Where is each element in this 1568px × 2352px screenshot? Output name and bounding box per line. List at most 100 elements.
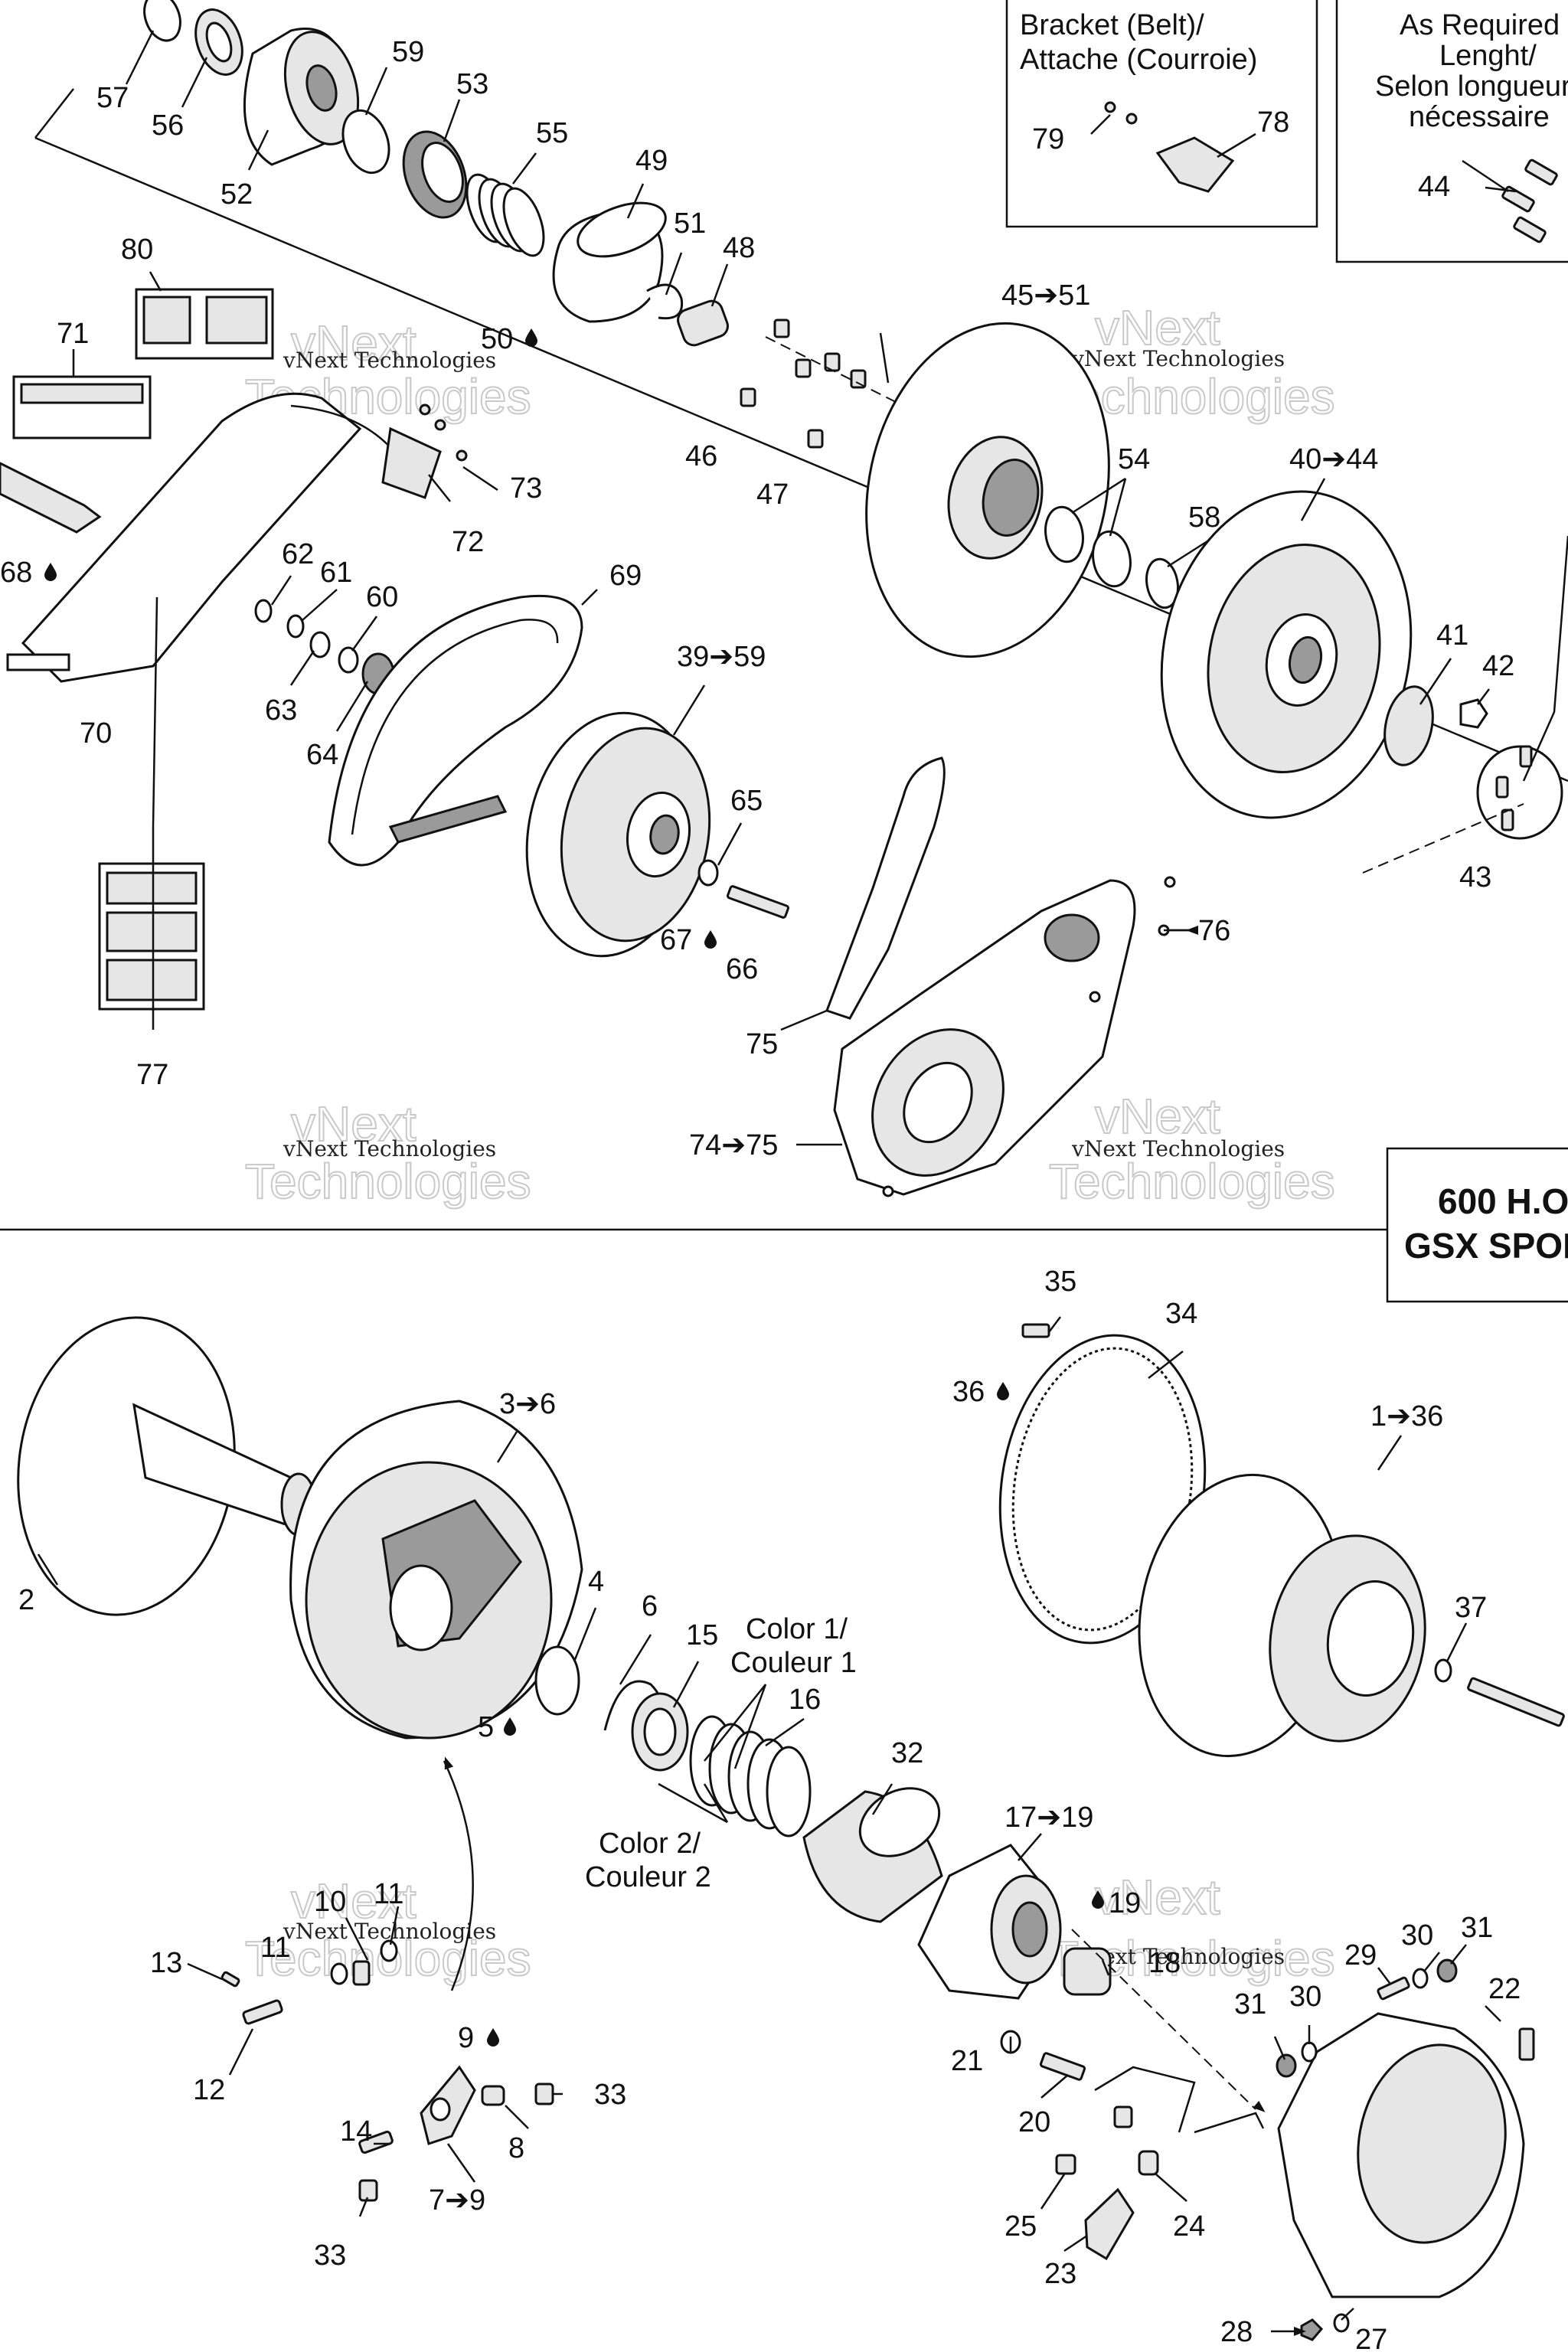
label-14: 14 <box>340 2115 372 2148</box>
part-8-pin <box>481 2085 505 2106</box>
label-16: 16 <box>789 1684 821 1716</box>
label-77: 77 <box>136 1059 168 1091</box>
part-28-nut <box>1300 2318 1324 2341</box>
label-29: 29 <box>1344 1939 1377 1971</box>
part-24-pin <box>1138 2150 1159 2176</box>
part-54-washer-b <box>1092 530 1132 588</box>
label-51: 51 <box>674 207 706 240</box>
label-67: 67 <box>660 924 692 956</box>
label-79: 79 <box>1032 123 1064 155</box>
part-44-bolt-c <box>1513 216 1547 243</box>
label-10: 10 <box>314 1886 346 1918</box>
label-40-44: 40➔44 <box>1289 443 1378 475</box>
model-title-1: 600 H.O. <box>1438 1181 1568 1221</box>
part-46-47-screws <box>740 318 867 449</box>
part-75-cover <box>825 756 946 1020</box>
label-65: 65 <box>730 785 763 817</box>
label-color1-a: Color 1/ <box>746 1613 848 1645</box>
label-64: 64 <box>306 739 338 771</box>
label-54: 54 <box>1118 443 1150 475</box>
watermark-big-1a: vNext <box>291 315 416 371</box>
part-13-screw <box>220 1971 240 1988</box>
part-44-bolt-a <box>1501 185 1535 213</box>
label-73: 73 <box>510 472 542 505</box>
label-80: 80 <box>121 234 153 266</box>
label-59: 59 <box>392 36 424 68</box>
label-28: 28 <box>1220 2316 1253 2348</box>
label-11-b: 11 <box>260 1932 290 1964</box>
part-57-washer <box>143 0 181 42</box>
part-31-cap-b <box>1276 2053 1297 2078</box>
watermark-text-3: vNext Technologies <box>283 1136 496 1161</box>
watermark-text-4: vNext Technologies <box>1071 1136 1285 1161</box>
part-37-bolt <box>1467 1677 1565 1727</box>
label-32: 32 <box>891 1737 923 1769</box>
label-4: 4 <box>588 1566 604 1598</box>
label-11-a: 11 <box>374 1878 403 1910</box>
label-60: 60 <box>366 581 398 613</box>
part-79-screw <box>1104 101 1116 113</box>
part-62-oring <box>254 599 273 623</box>
label-55: 55 <box>536 117 568 149</box>
label-37: 37 <box>1455 1592 1487 1624</box>
label-33-a: 33 <box>594 2079 626 2111</box>
part-11-washer <box>330 1962 348 1985</box>
as-required-box <box>1335 0 1568 263</box>
label-9: 9 <box>458 2022 474 2054</box>
label-22: 22 <box>1488 1973 1521 2005</box>
label-75: 75 <box>746 1028 778 1060</box>
label-18: 18 <box>1148 1947 1181 1979</box>
part-58-ring <box>1145 557 1179 609</box>
label-53: 53 <box>456 68 488 100</box>
label-31-a: 31 <box>1461 1912 1493 1944</box>
label-47: 47 <box>756 479 789 511</box>
label-24: 24 <box>1173 2210 1205 2243</box>
part-30-washer-b <box>1301 2041 1318 2063</box>
leader-lines <box>37 30 1568 2333</box>
label-44: 44 <box>1418 171 1450 203</box>
label-48: 48 <box>723 232 755 264</box>
label-41: 41 <box>1436 619 1468 652</box>
label-31-b: 31 <box>1234 1988 1266 2020</box>
label-62: 62 <box>282 538 314 570</box>
watermark-big-4a: vNext <box>1095 1089 1220 1144</box>
part-30-washer-a <box>1412 1968 1429 1989</box>
watermark-big-2a: vNext <box>1095 300 1220 355</box>
label-30-a: 30 <box>1401 1919 1433 1952</box>
part-59-ring <box>341 109 390 175</box>
label-21: 21 <box>951 2045 983 2077</box>
label-23: 23 <box>1044 2258 1076 2290</box>
label-35: 35 <box>1044 1266 1076 1298</box>
label-56: 56 <box>152 109 184 142</box>
label-42: 42 <box>1482 650 1514 682</box>
part-25-screw <box>1055 2154 1076 2175</box>
part-29-screw <box>1377 1976 1410 2001</box>
label-25: 25 <box>1004 2210 1037 2243</box>
label-15: 15 <box>686 1619 718 1651</box>
part-12-pin <box>242 1999 283 2025</box>
label-color2-b: Couleur 2 <box>585 1861 711 1893</box>
label-6: 6 <box>642 1590 658 1622</box>
label-68: 68 <box>0 557 32 589</box>
watermark-text-5: vNext Technologies <box>283 1919 496 1944</box>
label-33-b: 33 <box>314 2239 346 2272</box>
label-70: 70 <box>80 717 112 750</box>
label-76: 76 <box>1198 915 1230 947</box>
label-50: 50 <box>481 323 513 355</box>
watermark-big-3a: vNext <box>291 1096 416 1152</box>
as-required-3: Selon longueur <box>1375 70 1568 103</box>
label-57: 57 <box>96 82 129 114</box>
part-4-ring <box>534 1645 580 1716</box>
part-66-bolt <box>727 885 789 919</box>
label-3-6: 3➔6 <box>499 1388 556 1420</box>
label-27: 27 <box>1355 2324 1387 2352</box>
label-17-19: 17➔19 <box>1004 1802 1093 1834</box>
label-7-9: 7➔9 <box>429 2184 485 2216</box>
part-20-bolt <box>1039 2052 1086 2081</box>
part-55-spring <box>466 173 545 257</box>
watermark-big-6a: vNext <box>1095 1870 1220 1925</box>
part-44-bolt-b <box>1524 158 1558 186</box>
label-61: 61 <box>320 557 352 589</box>
label-1-36: 1➔36 <box>1370 1400 1443 1432</box>
